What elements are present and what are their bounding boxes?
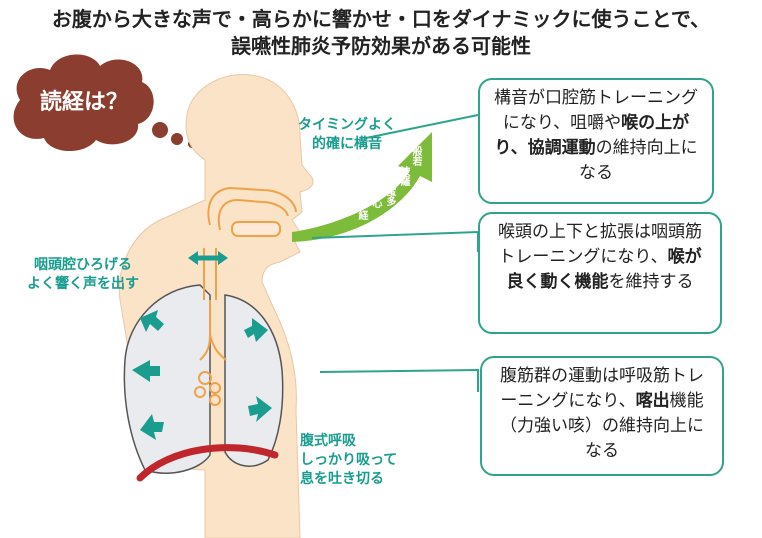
arrow-text: 経 <box>356 210 367 220</box>
callout-text: を維持する <box>608 272 694 292</box>
breathing-label-line: 息を吐き切る <box>300 471 384 487</box>
articulation-label-line: タイミングよく <box>298 117 396 133</box>
arrow-text: 般若 <box>410 146 421 166</box>
pharynx-label-line: よく響く声を出す <box>27 276 139 292</box>
pharynx-label-line: 咽頭腔ひろげる <box>34 257 132 273</box>
sound-arrow <box>292 132 432 242</box>
arrow-text: 心 <box>370 198 381 208</box>
diaphragm <box>136 444 279 482</box>
lung-arrows <box>132 310 272 440</box>
articulation-label: タイミングよく 的確に構音 <box>292 116 402 154</box>
callout-text: 腹筋群の運動は呼吸筋トレーニングになり、 <box>500 366 704 411</box>
arrow-text: 波羅 <box>398 166 409 186</box>
airway <box>194 186 297 406</box>
callout-text: 機能（力強い咳）の維持向上になる <box>500 391 704 461</box>
callout-breathing: 腹筋群の運動は呼吸筋トレーニングになり、喀出機能（力強い咳）の維持向上になる <box>480 356 724 476</box>
bubble-text: 読経は？ <box>39 90 128 115</box>
callout-text: 喉頭の上下と拡張は咽頭筋トレーニングになり、 <box>498 222 702 267</box>
pharynx-double-arrow <box>188 251 228 265</box>
breathing-label-line: 腹式呼吸 <box>300 433 356 449</box>
callout-text: 構音が口腔筋トレーニングになり、咀嚼や <box>494 88 698 133</box>
title-line-2: 誤嚥性肺炎予防効果がある可能性 <box>231 34 531 58</box>
callout-articulation: 構音が口腔筋トレーニングになり、咀嚼や喉の上がり、協調運動の維持向上になる <box>478 78 714 204</box>
callout-emphasis: 喀出 <box>635 391 670 411</box>
arrow-text: 蜜多 <box>384 186 395 206</box>
breathing-label-line: しっかり吸って <box>300 452 398 468</box>
callout-text: の維持向上になる <box>579 138 698 183</box>
articulation-label-line: 的確に構音 <box>312 136 382 152</box>
callout-emphasis: 喉の上がり、協調運動 <box>494 113 690 158</box>
callout-connectors <box>311 114 479 392</box>
callout-emphasis: 喉が良く動く機能 <box>506 247 702 292</box>
breathing-label: 腹式呼吸 しっかり吸って 息を吐き切る <box>300 432 420 489</box>
title-line-1: お腹から大きな声で・高らかに響かせ・口をダイナミックに使うことで、 <box>51 7 711 31</box>
pharynx-label: 咽頭腔ひろげる よく響く声を出す <box>8 256 158 294</box>
callout-pharynx: 喉頭の上下と拡張は咽頭筋トレーニングになり、喉が良く動く機能を維持する <box>478 212 722 334</box>
